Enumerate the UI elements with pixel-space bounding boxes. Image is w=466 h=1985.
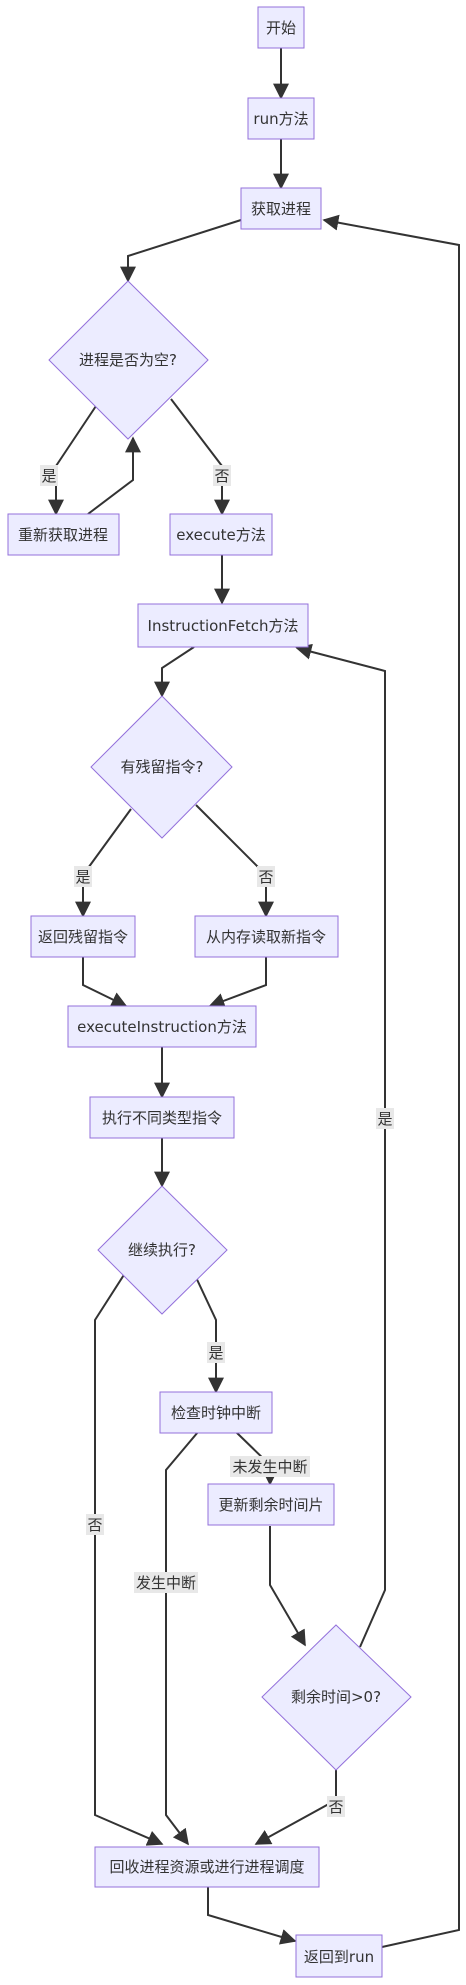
node-read-new: 从内存读取新指令 [194, 915, 339, 958]
svg-text:是: 是 [41, 467, 56, 485]
node-recycle: 回收进程资源或进行进程调度 [94, 1846, 320, 1888]
svg-text:获取进程: 获取进程 [251, 200, 311, 218]
edge-continue-no-to-recycle [94, 1255, 164, 1846]
svg-text:execute方法: execute方法 [176, 526, 265, 544]
svg-text:执行不同类型指令: 执行不同类型指令 [102, 1109, 222, 1127]
node-return-residual: 返回残留指令 [30, 915, 136, 958]
svg-text:剩余时间>0?: 剩余时间>0? [291, 1688, 381, 1706]
node-continue-exec: 继续执行? [97, 1185, 228, 1315]
edge-label-no-interrupt: 未发生中断 [230, 1456, 310, 1477]
edge-check-clock-interrupt-to-recycle [165, 1431, 199, 1846]
svg-text:是: 是 [377, 1110, 392, 1128]
svg-text:开始: 开始 [266, 19, 296, 37]
edge-residual-yes-to-return [75, 808, 132, 918]
edge-is-empty-yes-to-refetch [48, 405, 97, 516]
edge-label-continue-yes: 是 [207, 1342, 225, 1363]
svg-text:否: 否 [328, 1798, 343, 1816]
svg-text:进程是否为空?: 进程是否为空? [79, 351, 177, 369]
svg-text:有残留指令?: 有残留指令? [121, 758, 204, 776]
svg-text:是: 是 [208, 1344, 223, 1362]
edge-is-empty-no-to-execute [170, 398, 230, 516]
svg-text:是: 是 [75, 868, 90, 886]
edge-return-to-execute-instruction [82, 957, 128, 1007]
node-refetch: 重新获取进程 [7, 513, 120, 556]
edge-recycle-to-return-run [207, 1887, 297, 1945]
svg-text:重新获取进程: 重新获取进程 [18, 526, 108, 544]
node-instruction-fetch: InstructionFetch方法 [137, 603, 309, 648]
svg-text:未发生中断: 未发生中断 [232, 1458, 307, 1476]
svg-text:更新剩余时间片: 更新剩余时间片 [218, 1496, 323, 1514]
svg-text:发生中断: 发生中断 [136, 1574, 196, 1592]
svg-text:返回到run: 返回到run [304, 1948, 374, 1966]
node-start: 开始 [257, 6, 305, 49]
svg-text:从内存读取新指令: 从内存读取新指令 [206, 928, 326, 946]
edge-label-remaining-yes: 是 [376, 1108, 394, 1129]
svg-text:否: 否 [87, 1516, 102, 1534]
svg-text:run方法: run方法 [253, 110, 308, 128]
edge-read-new-to-execute-instruction [208, 957, 267, 1009]
svg-text:回收进程资源或进行进程调度: 回收进程资源或进行进程调度 [109, 1858, 304, 1876]
edge-instruction-fetch-to-has-residual [154, 646, 195, 698]
edge-label-residual-no: 否 [257, 866, 275, 887]
node-remaining-time: 剩余时间>0? [261, 1624, 412, 1771]
edge-update-to-remaining [269, 1526, 306, 1647]
node-get-process: 获取进程 [240, 187, 322, 230]
edge-refetch-to-is-empty [87, 436, 141, 515]
node-check-clock: 检查时钟中断 [159, 1391, 273, 1434]
edge-label-empty-yes: 是 [40, 465, 58, 486]
node-update-slice: 更新剩余时间片 [207, 1483, 335, 1526]
node-is-empty: 进程是否为空? [48, 280, 209, 440]
node-execute-method: execute方法 [169, 513, 273, 556]
edge-label-continue-no: 否 [86, 1514, 104, 1535]
edge-label-interrupt: 发生中断 [134, 1572, 198, 1593]
node-run-method: run方法 [247, 97, 315, 140]
node-execute-instruction: executeInstruction方法 [67, 1005, 257, 1048]
edge-residual-no-to-read-new [195, 804, 274, 918]
node-has-residual: 有残留指令? [90, 695, 233, 839]
svg-text:executeInstruction方法: executeInstruction方法 [77, 1018, 247, 1036]
edge-label-residual-yes: 是 [74, 866, 92, 887]
edge-return-run-to-get-process [322, 214, 460, 1948]
svg-text:否: 否 [214, 467, 229, 485]
edge-label-empty-no: 否 [213, 465, 231, 486]
svg-text:检查时钟中断: 检查时钟中断 [171, 1404, 261, 1422]
node-return-run: 返回到run [295, 1934, 383, 1978]
edge-remaining-yes-to-instruction-fetch [295, 643, 386, 1648]
svg-text:继续执行?: 继续执行? [128, 1241, 196, 1259]
edge-label-remaining-no: 否 [327, 1796, 345, 1817]
edge-get-process-to-is-empty [120, 219, 242, 283]
node-exec-types: 执行不同类型指令 [89, 1096, 235, 1139]
svg-text:返回残留指令: 返回残留指令 [38, 928, 128, 946]
svg-text:InstructionFetch方法: InstructionFetch方法 [148, 617, 299, 635]
edge-remaining-no-to-recycle [254, 1770, 337, 1845]
svg-text:否: 否 [258, 868, 273, 886]
